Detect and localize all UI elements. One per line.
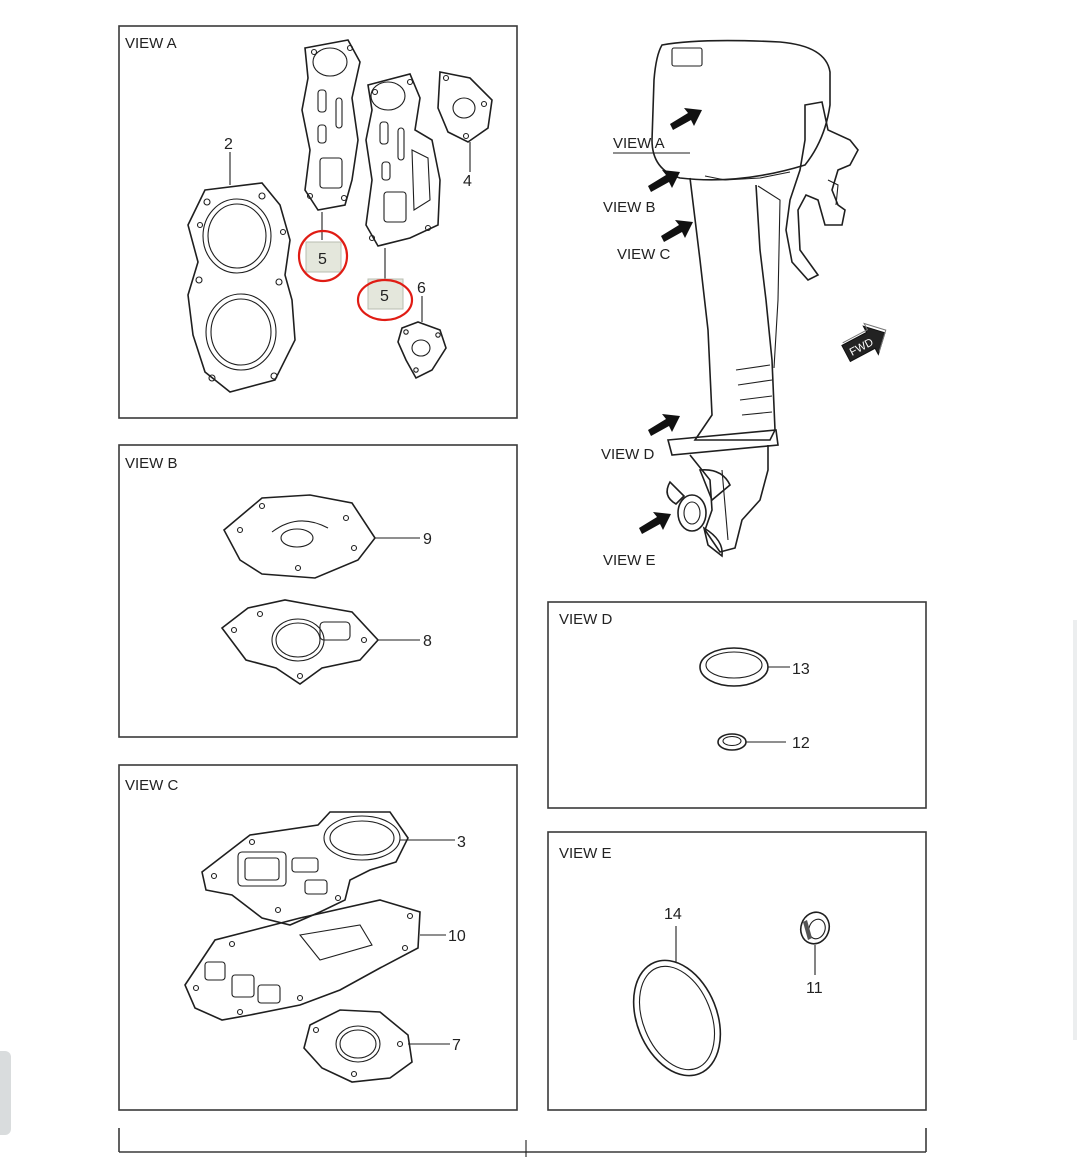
arrow-view-b	[648, 170, 680, 192]
view-b-panel: VIEW B 9 8	[118, 444, 518, 738]
gasket-7	[303, 1009, 413, 1083]
callout-8: 8	[423, 633, 432, 650]
o-ring-12	[717, 733, 747, 751]
arrow-view-c	[661, 220, 693, 242]
engine-label-view-c: VIEW C	[617, 246, 671, 263]
callout-5-right: 5	[380, 288, 389, 305]
small-gasket-6	[397, 321, 447, 380]
engine-label-view-b: VIEW B	[603, 199, 656, 216]
view-e-frame	[547, 831, 927, 1111]
highlight-callout-5-right[interactable]: 5	[356, 278, 414, 322]
engine-label-view-d: VIEW D	[601, 446, 655, 463]
view-d-frame	[547, 601, 927, 809]
callout-3: 3	[457, 834, 466, 851]
view-b-frame	[118, 444, 518, 738]
engine-label-view-a: VIEW A	[613, 135, 665, 152]
callout-4: 4	[463, 173, 472, 190]
gasket-10	[184, 899, 421, 1021]
bottom-bracket	[118, 1128, 927, 1157]
callout-10: 10	[448, 928, 466, 945]
o-ring-14	[632, 959, 722, 1077]
arrow-view-d	[648, 414, 680, 436]
view-e-panel: VIEW E 14 11	[547, 831, 927, 1111]
view-d-panel: VIEW D 13 12	[547, 601, 927, 809]
cover-gasket-4	[437, 71, 493, 143]
callout-2: 2	[224, 136, 233, 153]
arrow-view-a	[670, 108, 702, 130]
view-e-title: VIEW E	[559, 845, 612, 862]
arrow-view-e	[639, 512, 671, 534]
view-a-frame	[118, 25, 518, 419]
fwd-direction-arrow: FWD	[841, 322, 887, 363]
cylinder-head-gasket	[187, 182, 296, 393]
callout-7: 7	[452, 1037, 461, 1054]
outboard-engine-illustration: VIEW A VIEW B VIEW C VIEW D VIEW E FWD	[601, 39, 887, 569]
view-a-panel: VIEW A 2	[118, 25, 518, 419]
gasket-8	[220, 599, 380, 685]
propeller	[666, 468, 731, 558]
exhaust-gasket-left	[301, 39, 361, 211]
page-edge-shadow	[1073, 620, 1077, 1040]
callout-9: 9	[423, 531, 432, 548]
callout-13: 13	[792, 661, 810, 678]
exhaust-gasket-right	[365, 73, 441, 247]
engine-label-view-e: VIEW E	[603, 552, 656, 569]
view-c-title: VIEW C	[125, 777, 179, 794]
view-a-title: VIEW A	[125, 35, 177, 52]
callout-14: 14	[664, 906, 682, 923]
callout-5-left: 5	[318, 251, 327, 268]
callout-12: 12	[792, 735, 810, 752]
callout-6: 6	[417, 280, 426, 297]
o-ring-13	[699, 647, 769, 687]
view-b-title: VIEW B	[125, 455, 178, 472]
view-c-panel: VIEW C 3 10	[118, 764, 518, 1111]
highlight-callout-5-left[interactable]: 5	[297, 229, 349, 283]
callout-11: 11	[806, 980, 823, 997]
view-d-title: VIEW D	[559, 611, 613, 628]
side-scroll-handle[interactable]	[0, 1051, 11, 1135]
view-c-frame	[118, 764, 518, 1111]
oil-seal-11	[799, 911, 831, 945]
gasket-3	[201, 811, 409, 926]
gasket-9	[222, 494, 376, 579]
